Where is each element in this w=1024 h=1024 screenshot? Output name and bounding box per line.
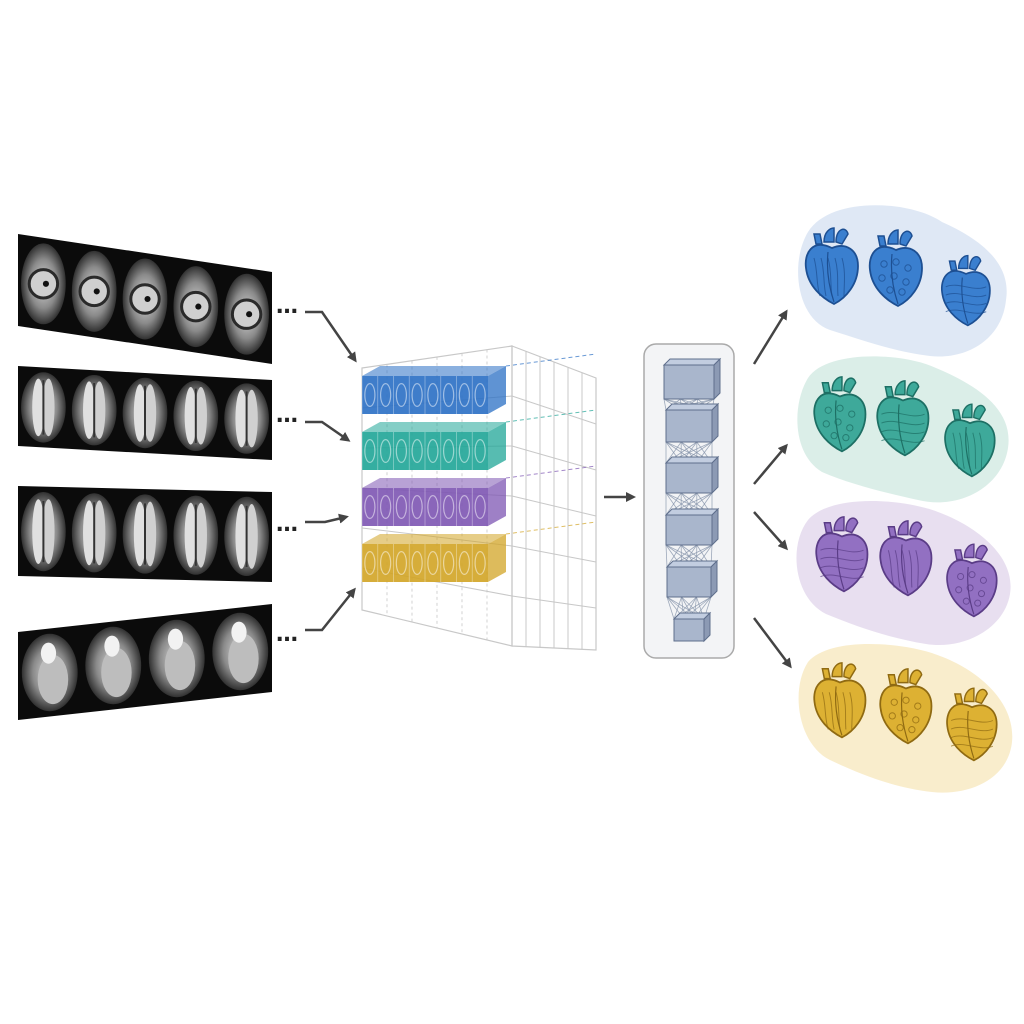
output-arrow	[754, 312, 786, 364]
atrium	[41, 643, 56, 664]
layer-cube-side	[711, 561, 717, 597]
heart-vein	[878, 236, 886, 246]
ventricle-center	[43, 281, 49, 287]
mri-strip-1	[18, 234, 272, 364]
network-layer-1	[664, 359, 720, 399]
mri-strip-4	[18, 604, 272, 720]
mri-frame	[173, 266, 218, 347]
layer-cube-front	[674, 619, 704, 641]
output-arrow	[754, 446, 786, 484]
bar-top-face	[362, 366, 506, 376]
cluster-teal	[797, 356, 1008, 502]
layer-cube-side	[712, 509, 718, 545]
feature-bar-purple	[362, 466, 596, 526]
mri-frame	[224, 497, 269, 576]
mri-frame	[123, 259, 168, 340]
output-arrow	[754, 512, 786, 548]
network-layer-2	[666, 404, 718, 442]
mri-frame	[173, 381, 218, 451]
layer-cube-top	[667, 561, 717, 567]
mri-frame	[21, 243, 66, 324]
cluster-blue	[798, 205, 1007, 356]
heart-phenotype-clusters	[796, 205, 1012, 792]
layer-cube-side	[712, 404, 718, 442]
ventricle-center	[195, 304, 201, 310]
heart-vein	[953, 410, 961, 420]
mri-frame	[72, 251, 117, 332]
input-arrow	[305, 590, 354, 630]
output-arrow	[754, 618, 790, 666]
ventricle	[228, 634, 258, 683]
input-arrow	[305, 312, 355, 360]
layer-cube-side	[714, 359, 720, 399]
layer-cube-front	[664, 365, 714, 399]
mri-frame	[212, 613, 268, 690]
bar-projection-line	[506, 354, 596, 366]
heart-vein	[888, 675, 896, 685]
network-layer-4	[666, 509, 718, 545]
heart-vein	[949, 261, 956, 270]
mri-strip-2	[18, 366, 272, 460]
layer-cube-top	[666, 457, 718, 463]
mri-input-sequences	[18, 234, 272, 720]
ventricle-center	[144, 296, 150, 302]
input-arrows	[305, 312, 633, 630]
feature-bar-gold	[362, 522, 596, 582]
mri-frame	[173, 496, 218, 575]
heart-vein	[955, 694, 963, 704]
layer-cube-front	[666, 515, 712, 545]
layer-cube-front	[666, 463, 712, 493]
mri-frame	[22, 634, 78, 711]
layer-cube-side	[712, 457, 718, 493]
mri-frame	[224, 274, 269, 355]
ventricle	[165, 641, 195, 690]
heart-vein	[885, 387, 893, 397]
input-arrow	[305, 517, 346, 522]
network-layer-6	[674, 613, 710, 641]
mri-frame	[85, 627, 141, 704]
heart-vein	[822, 383, 830, 393]
layer-cube-front	[667, 567, 711, 597]
network-layer-5	[667, 561, 717, 597]
mri-frame	[72, 493, 117, 572]
ventricle	[101, 648, 131, 697]
mri-frame	[72, 375, 117, 445]
mri-strip-3	[18, 486, 272, 582]
atrium	[104, 636, 119, 657]
ventricle-center	[94, 288, 100, 294]
mri-frame	[123, 494, 168, 573]
heart-vein	[822, 669, 830, 679]
layer-cube-top	[666, 404, 718, 410]
ventricle-center	[246, 311, 252, 317]
heart-vein	[888, 527, 896, 537]
atrium	[168, 629, 183, 650]
feature-tensor	[362, 346, 596, 650]
cluster-gold	[799, 644, 1013, 793]
bar-top-face	[362, 478, 506, 488]
mri-frame	[149, 620, 205, 697]
heart-vein	[814, 234, 822, 244]
heart-vein	[824, 523, 832, 533]
bar-top-face	[362, 422, 506, 432]
layer-cube-top	[664, 359, 720, 365]
heart-vein	[955, 550, 963, 560]
mri-frame	[224, 383, 269, 453]
layer-cube-front	[666, 410, 712, 442]
output-arrows	[754, 312, 790, 666]
atrium	[231, 622, 246, 643]
mri-frame	[21, 372, 66, 442]
neural-network	[644, 344, 734, 658]
input-arrow	[305, 422, 348, 440]
layer-cube-top	[666, 509, 718, 515]
ventricle	[38, 655, 68, 704]
network-layer-3	[666, 457, 718, 493]
mri-frame	[21, 492, 66, 571]
mri-frame	[123, 378, 168, 448]
feature-bar-teal	[362, 410, 596, 470]
bar-top-face	[362, 534, 506, 544]
cluster-purple	[796, 501, 1010, 645]
